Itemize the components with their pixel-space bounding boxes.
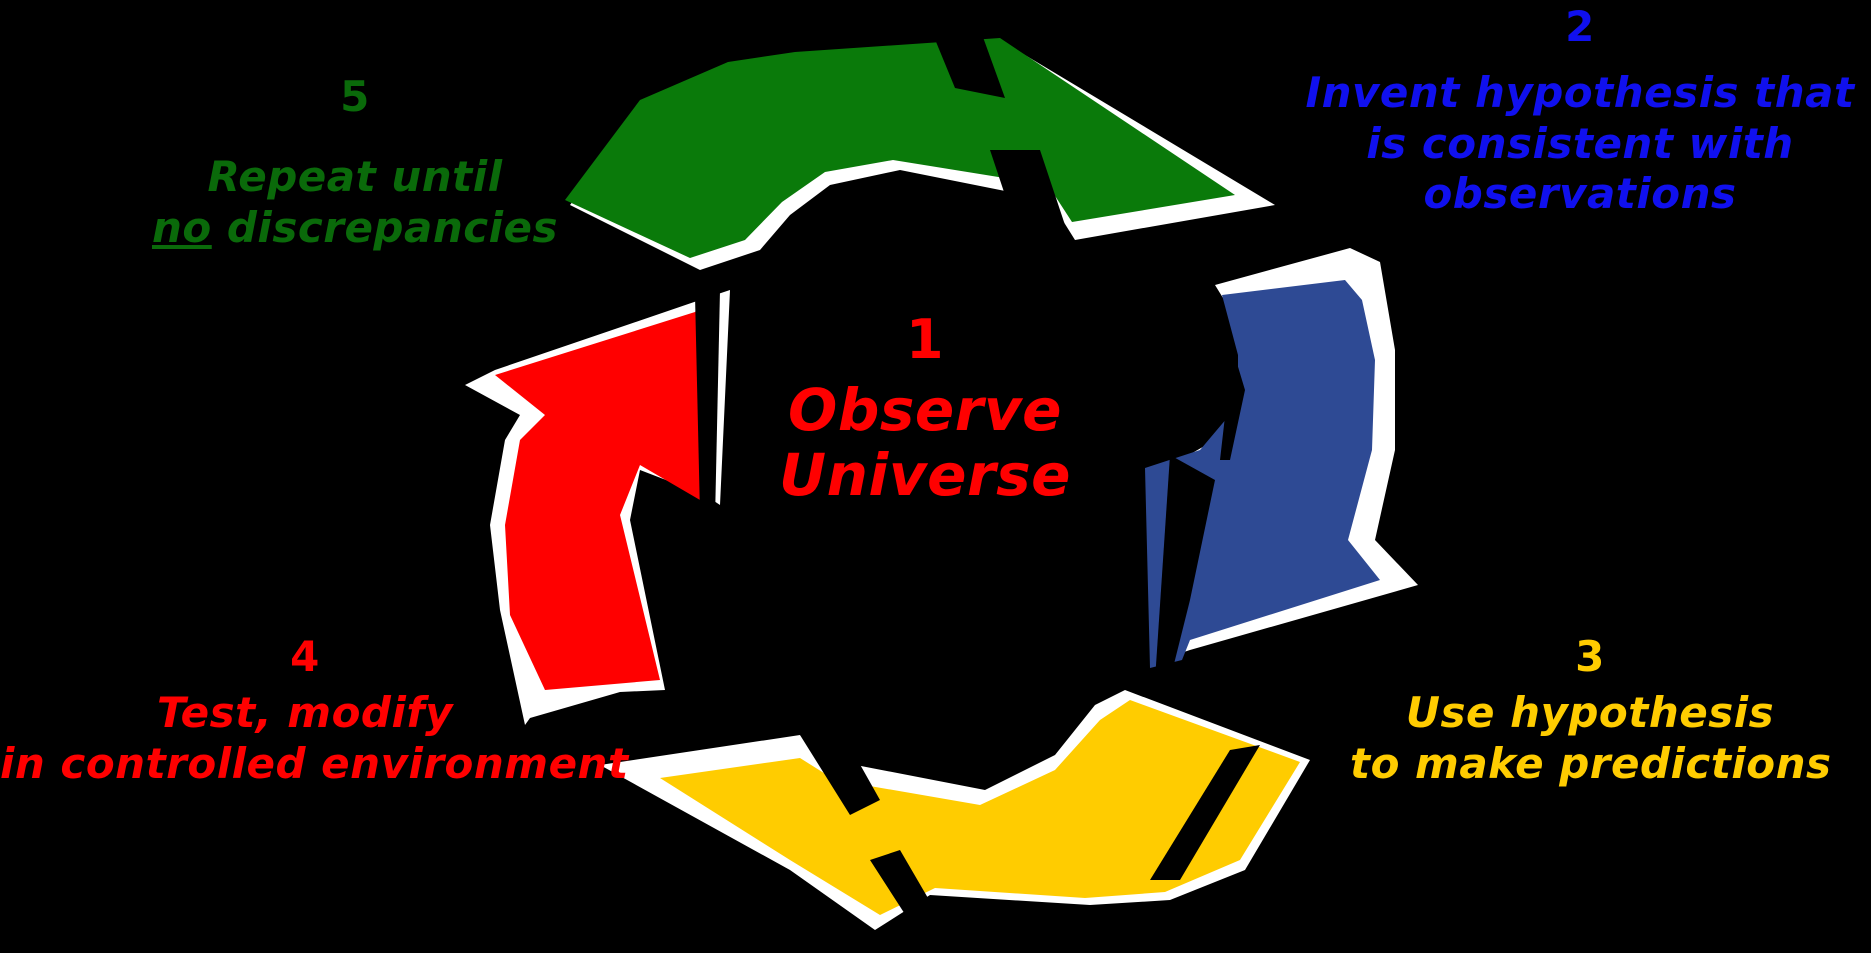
green-arrow-notch-2 — [990, 150, 1070, 240]
red-arrow-body — [495, 300, 705, 690]
step-4-number: 4 — [290, 632, 320, 681]
step-5-label: 5 Repeat until no discrepancies — [130, 72, 580, 253]
step-1-number: 1 — [905, 308, 945, 371]
yellow-arrow-notch-2 — [870, 850, 960, 953]
step-5-underlined-word: no — [151, 202, 212, 252]
blue-arrow — [1145, 248, 1418, 680]
yellow-arrow — [600, 690, 1310, 953]
step-4-label: 4 Test, modify in controlled environment — [0, 632, 628, 789]
step-2-label: 2 Invent hypothesis that is consistent w… — [1300, 2, 1860, 220]
step-3-line-1: Use hypothesis — [1405, 688, 1775, 738]
green-arrow — [565, 15, 1275, 270]
yellow-arrow-body — [660, 700, 1300, 915]
blue-arrow-notch-2 — [1190, 290, 1245, 460]
step-5-number: 5 — [340, 72, 370, 121]
blue-arrow-body — [1145, 280, 1380, 668]
step-4-line-2: in controlled environment — [0, 738, 629, 788]
step-5-line-1: Repeat until — [207, 152, 503, 202]
step-3-line-2: to make predictions — [1350, 738, 1832, 788]
red-arrow — [465, 290, 730, 725]
red-arrow-notch-2 — [640, 510, 700, 672]
green-arrow-body — [565, 38, 1235, 258]
step-5-line-2-rest: discrepancies — [211, 202, 559, 252]
yellow-arrow-notch-3 — [1150, 745, 1260, 880]
step-2-number: 2 — [1565, 2, 1595, 51]
green-arrow-notch — [925, 15, 1005, 98]
red-arrow-notch — [695, 290, 720, 520]
step-3-number: 3 — [1575, 632, 1605, 681]
step-1-label: 1 Observe Universe — [740, 308, 1110, 510]
step-3-label: 3 Use hypothesis to make predictions — [1350, 632, 1832, 789]
step-4-line-1: Test, modify — [156, 688, 454, 738]
step-2-line-2: is consistent with — [1366, 118, 1794, 168]
step-2-line-1: Invent hypothesis that — [1305, 68, 1855, 118]
yellow-arrow-notch — [800, 720, 880, 815]
step-1-line-2: Universe — [779, 441, 1071, 510]
step-2-line-3: observations — [1423, 169, 1737, 219]
step-1-line-1: Observe — [788, 376, 1062, 445]
blue-arrow-notch — [1155, 455, 1215, 680]
